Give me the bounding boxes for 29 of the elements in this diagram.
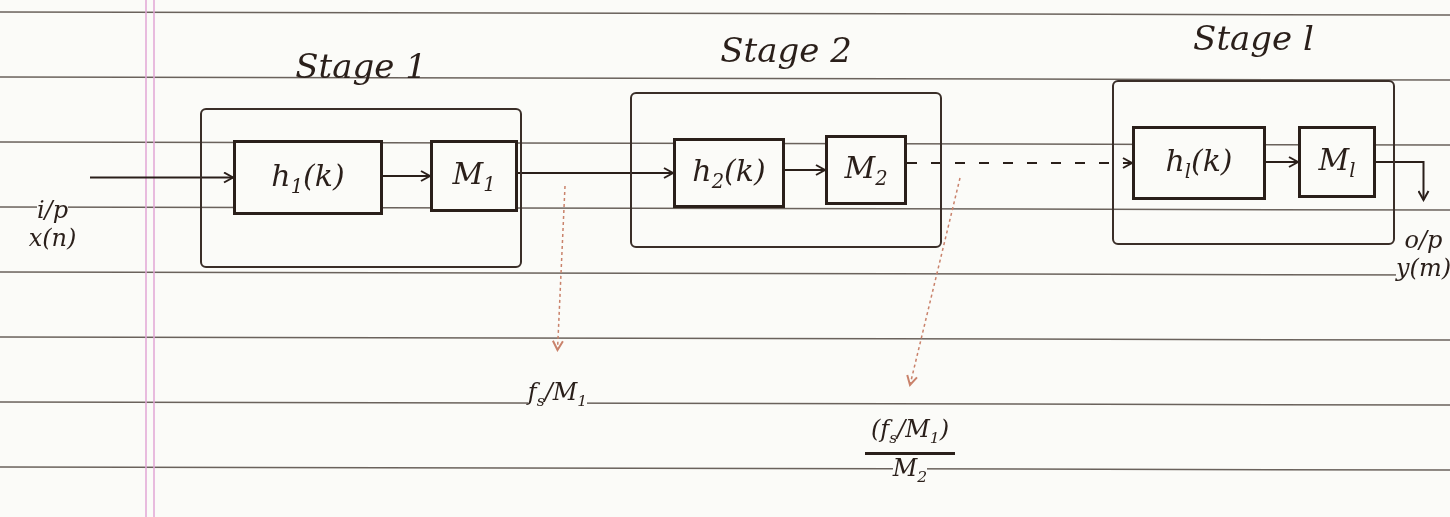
block-label: M$_{1}$ [452, 156, 496, 196]
downsampler-block [430, 140, 518, 212]
block-label: h$_{2}$(k) [692, 153, 766, 193]
arrow [784, 164, 826, 176]
arrow [89, 171, 234, 184]
downsampler-block [1298, 126, 1376, 198]
filter-block [1132, 126, 1266, 200]
signal-label: x(n) [28, 225, 77, 253]
arrow [1265, 156, 1299, 168]
arrow [1375, 161, 1430, 201]
block-label: h$_{l}$(k) [1165, 143, 1233, 183]
stage-heading: Stage 1 [294, 46, 428, 86]
block-label: M$_{2}$ [844, 150, 888, 190]
signal-label: y(m) [1396, 255, 1450, 283]
arrow [382, 170, 431, 182]
block-label: h$_{1}$(k) [271, 157, 345, 198]
stage-heading: Stage 2 [719, 30, 853, 70]
filter-block [673, 138, 785, 208]
block-label: M$_{l}$ [1318, 142, 1356, 182]
stage-heading: Stage l [1192, 18, 1315, 58]
leader-line [551, 185, 566, 351]
arrow [906, 157, 1133, 169]
fraction-numerator: (f$_{s}$/M$_{1}$) [864, 415, 956, 455]
filter-block [233, 140, 383, 215]
signal-label: i/p [36, 197, 69, 225]
downsampler-block [825, 135, 907, 205]
leader-line [906, 177, 961, 386]
arrow [517, 167, 674, 179]
signal-label: o/p [1404, 227, 1443, 255]
